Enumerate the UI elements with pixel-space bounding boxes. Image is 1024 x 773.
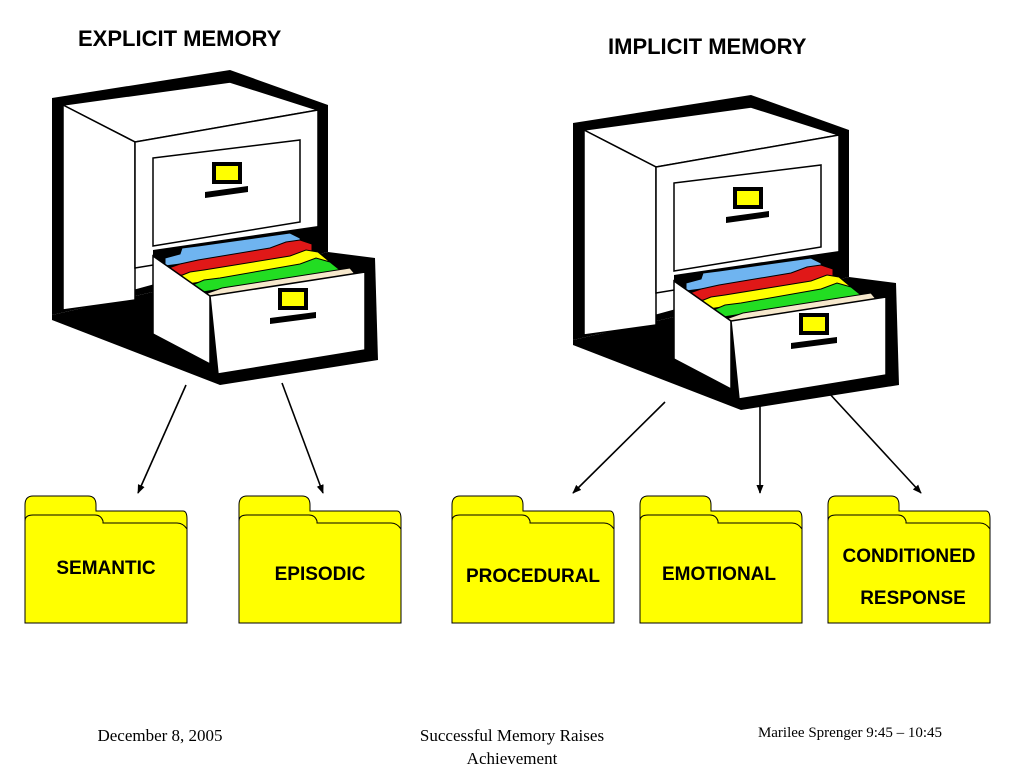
episodic-label: EPISODIC [274,564,366,585]
arrow-to-conditioned-response-icon [827,391,922,494]
implicit-cabinet-icon [572,94,900,411]
footer-title: Successful Memory Raises Achievement [386,724,638,770]
footer-presenter: Marilee Sprenger 9:45 – 10:45 [757,725,943,741]
footer-date: December 8, 2005 [97,726,223,745]
explicit-memory-title: EXPLICIT MEMORY [78,26,282,51]
arrow-to-procedural-icon [572,401,666,494]
arrow-to-semantic-icon [137,384,187,494]
conditioned-label-line2: RESPONSE [860,588,966,609]
arrow-to-episodic-icon [281,382,324,494]
footer-title-line1: Successful Memory Raises [419,726,605,745]
emotional-label: EMOTIONAL [662,564,776,585]
procedural-label: PROCEDURAL [465,566,601,587]
conditioned-label-line1: CONDITIONED [842,546,976,567]
semantic-label: SEMANTIC [56,558,156,579]
implicit-memory-title: IMPLICIT MEMORY [608,34,807,59]
explicit-cabinet-icon [51,69,379,386]
footer-title-line2: Achievement [466,749,558,768]
